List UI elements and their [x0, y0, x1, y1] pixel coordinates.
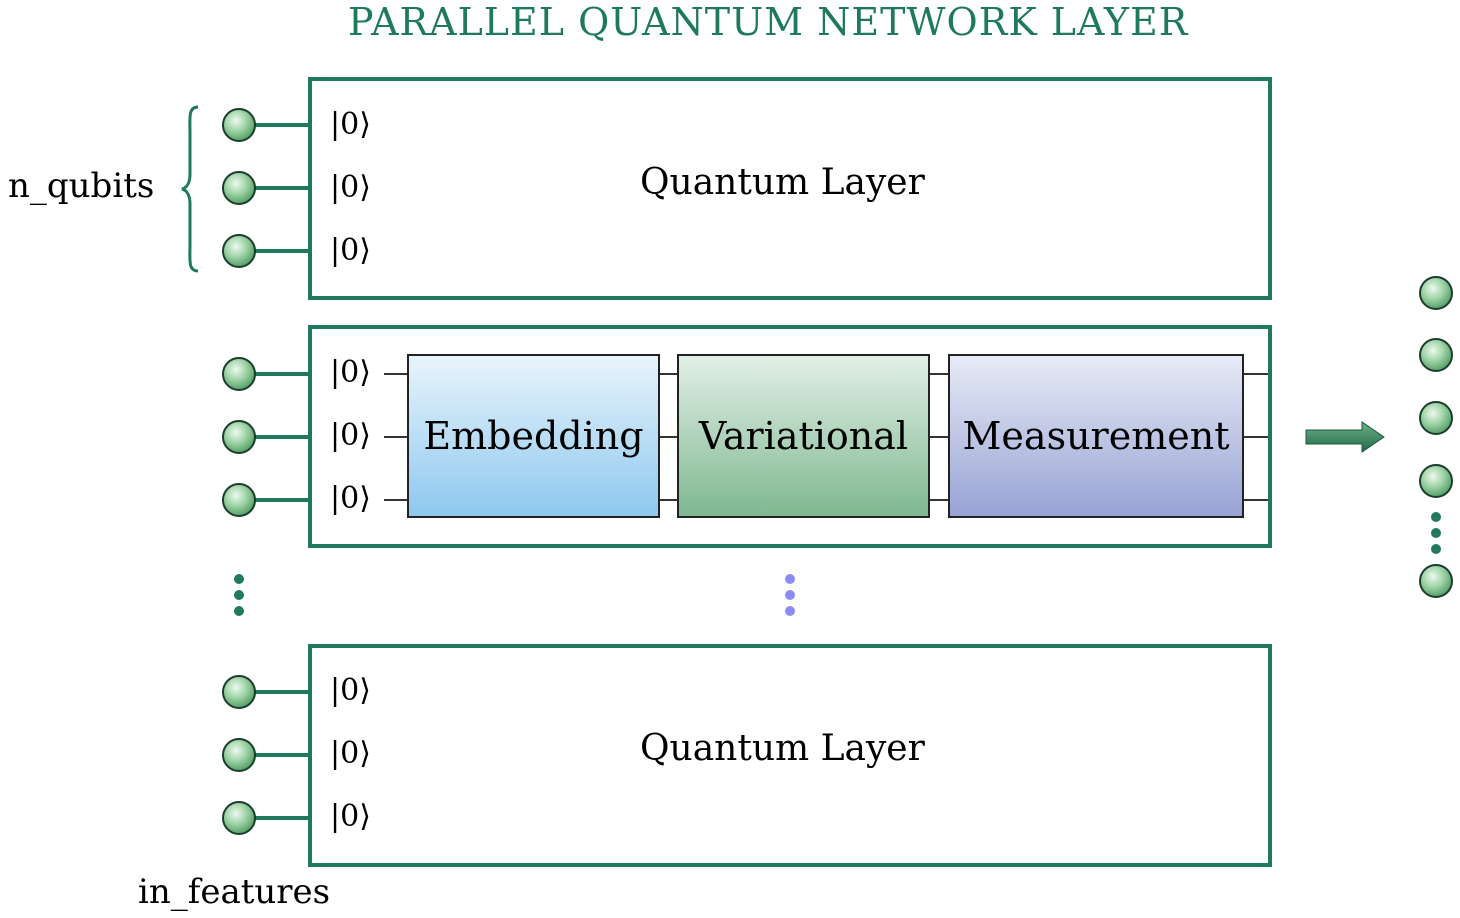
ket-zero: |0⟩ [330, 170, 371, 205]
input-node [222, 483, 256, 517]
vertical-ellipsis-dot [1431, 528, 1441, 538]
n-qubits-label: n_qubits [8, 166, 155, 206]
output-node [1419, 276, 1453, 310]
in-features-label: in_features [138, 872, 331, 912]
input-wire [240, 753, 310, 757]
input-node [222, 357, 256, 391]
variational-block: Variational [677, 354, 930, 518]
output-node [1419, 401, 1453, 435]
measurement-block: Measurement [948, 354, 1244, 518]
ket-zero: |0⟩ [330, 233, 371, 268]
input-node [222, 108, 256, 142]
output-node [1419, 564, 1453, 598]
vertical-ellipsis-dot [234, 606, 244, 616]
input-node [222, 420, 256, 454]
top-quantum-layer-panel [308, 77, 1272, 300]
embedding-label: Embedding [423, 414, 644, 458]
vertical-ellipsis-dot [785, 590, 795, 600]
vertical-ellipsis-dot [234, 590, 244, 600]
output-node [1419, 464, 1453, 498]
vertical-ellipsis-dot [234, 574, 244, 584]
left-curly-brace-icon [181, 105, 199, 273]
vertical-ellipsis-dot [785, 574, 795, 584]
vertical-ellipsis-dot [1431, 544, 1441, 554]
ket-zero: |0⟩ [330, 673, 371, 708]
input-wire [240, 123, 310, 127]
input-wire [240, 435, 310, 439]
vertical-ellipsis-dot [785, 606, 795, 616]
ket-zero: |0⟩ [330, 799, 371, 834]
input-wire [240, 372, 310, 376]
embedding-block: Embedding [407, 354, 660, 518]
ket-zero: |0⟩ [330, 481, 371, 516]
diagram-title: PARALLEL QUANTUM NETWORK LAYER [348, 0, 1189, 44]
right-arrow-icon [1305, 421, 1385, 453]
ket-zero: |0⟩ [330, 418, 371, 453]
measurement-label: Measurement [962, 414, 1230, 458]
bottom-quantum-layer-panel [308, 644, 1272, 867]
output-node [1419, 338, 1453, 372]
ket-zero: |0⟩ [330, 355, 371, 390]
input-node [222, 738, 256, 772]
input-wire [240, 249, 310, 253]
ket-zero: |0⟩ [330, 107, 371, 142]
input-node [222, 234, 256, 268]
bottom-quantum-layer-label: Quantum Layer [640, 728, 925, 769]
input-wire [240, 186, 310, 190]
top-quantum-layer-label: Quantum Layer [640, 162, 925, 203]
input-wire [240, 690, 310, 694]
input-node [222, 171, 256, 205]
input-node [222, 675, 256, 709]
input-node [222, 801, 256, 835]
ket-zero: |0⟩ [330, 736, 371, 771]
input-wire [240, 498, 310, 502]
variational-label: Variational [698, 414, 909, 458]
vertical-ellipsis-dot [1431, 512, 1441, 522]
input-wire [240, 816, 310, 820]
